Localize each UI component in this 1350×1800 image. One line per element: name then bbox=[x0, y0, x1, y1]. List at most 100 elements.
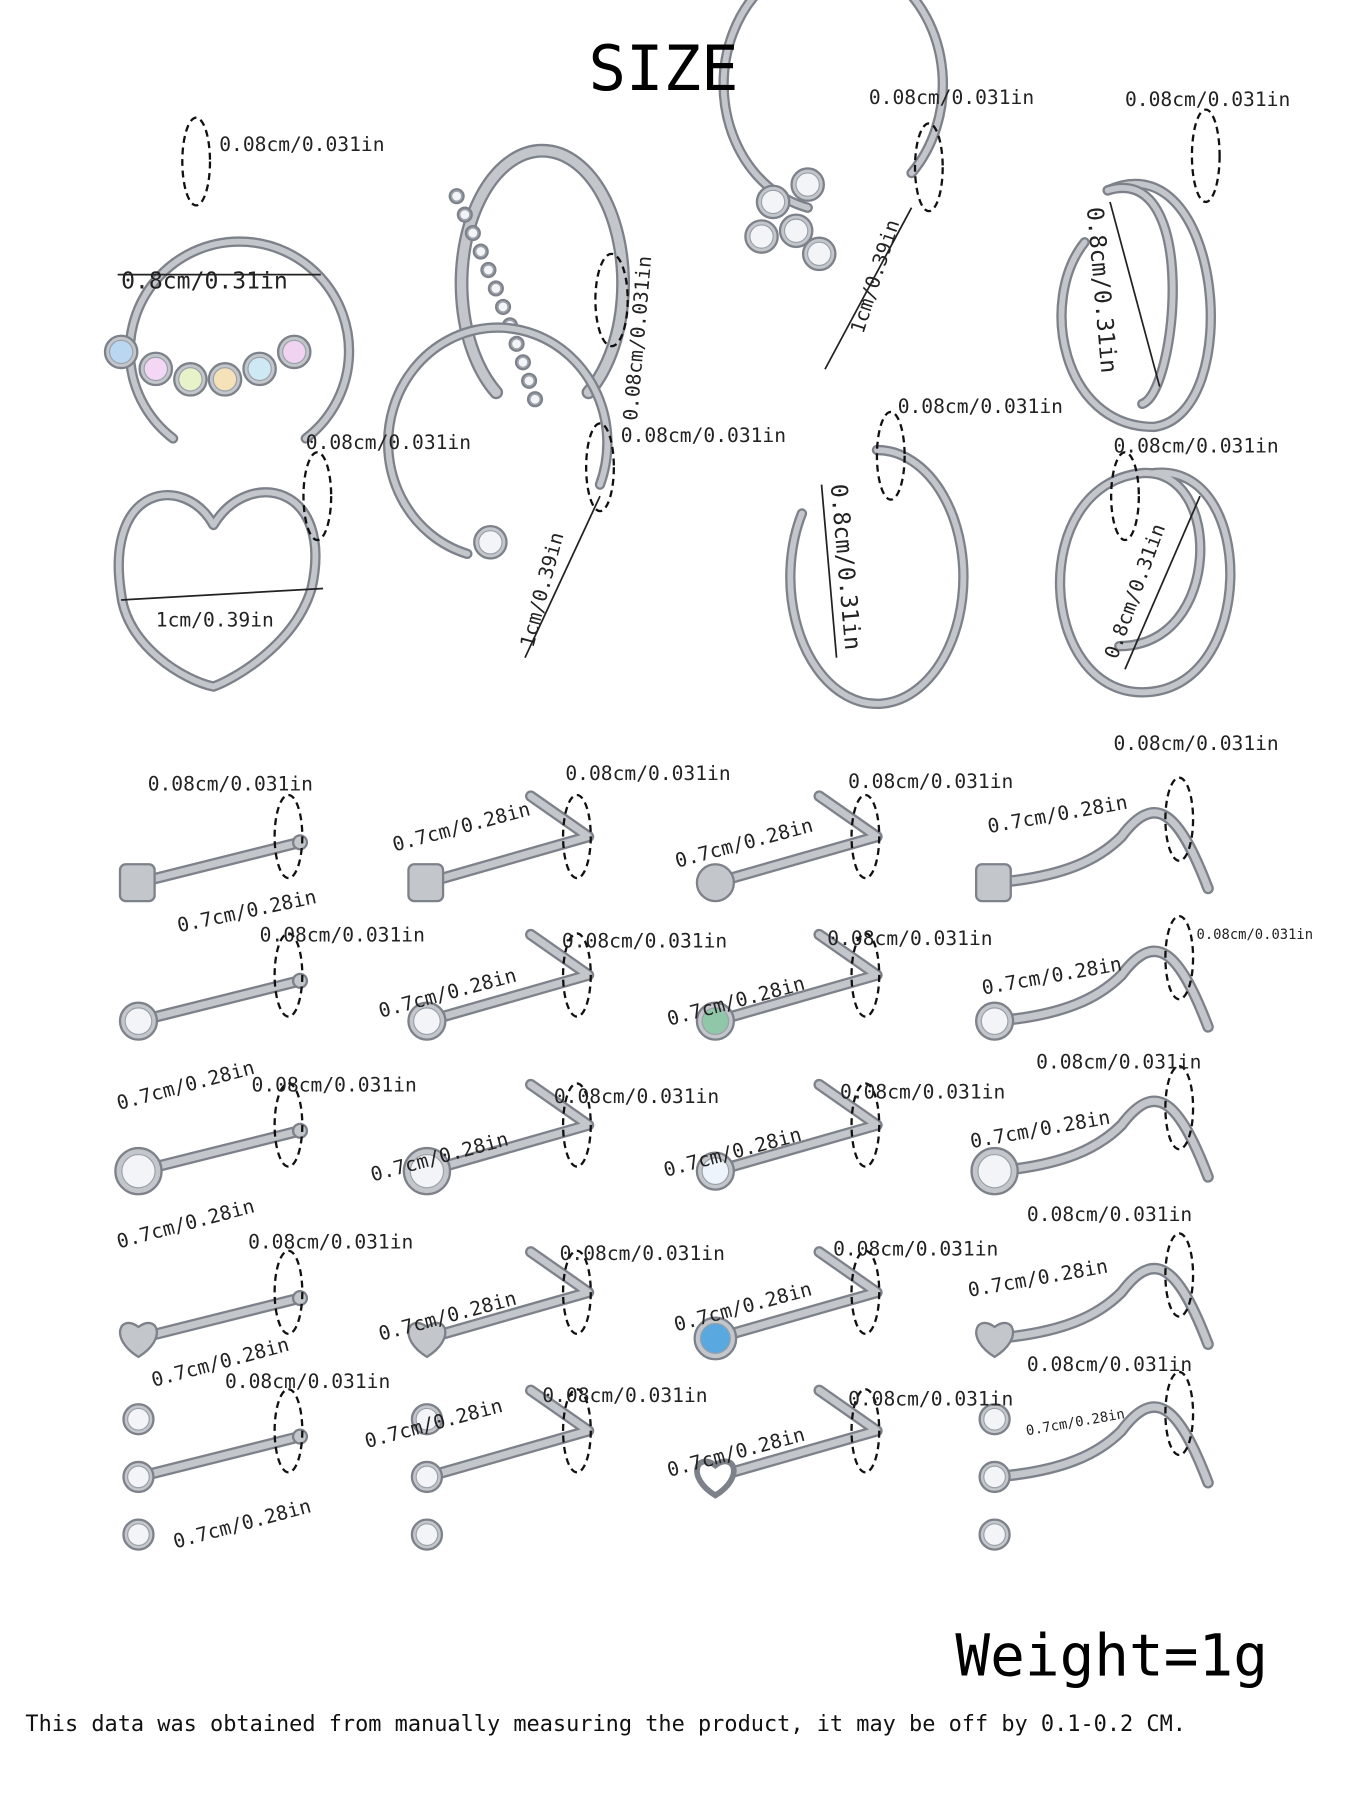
stud-post bbox=[991, 1403, 1212, 1487]
gauge-marker-ellipse bbox=[561, 1082, 592, 1168]
measure-line bbox=[824, 207, 913, 370]
ring-5 bbox=[113, 451, 333, 692]
gem-stone-icon bbox=[980, 1007, 1009, 1036]
gem-stone-icon bbox=[701, 1007, 730, 1036]
stud-9-gauge: 0.08cm/0.031in bbox=[252, 1074, 417, 1097]
gem-stone-icon bbox=[478, 530, 503, 555]
gem-stone-icon bbox=[415, 1523, 439, 1546]
ring-1 bbox=[103, 116, 355, 444]
stud-19-gauge: 0.08cm/0.031in bbox=[848, 1387, 1013, 1410]
gem-stone-icon bbox=[983, 1407, 1006, 1431]
stud-8 bbox=[974, 914, 1214, 1041]
stud-12 bbox=[970, 1065, 1214, 1196]
stud-2-gauge: 0.08cm/0.031in bbox=[565, 762, 730, 785]
gem-stone-icon bbox=[497, 301, 509, 313]
stud-16 bbox=[975, 1232, 1214, 1359]
stud-post bbox=[423, 931, 592, 1025]
ring-6-diameter: 1cm/0.39in bbox=[516, 530, 569, 650]
ring-7 bbox=[785, 410, 969, 709]
gauge-marker-ellipse bbox=[1164, 1370, 1195, 1457]
gauge-marker-ellipse bbox=[850, 1388, 881, 1474]
post-end-ball bbox=[291, 1289, 309, 1307]
post-end-ball bbox=[291, 1122, 309, 1139]
gem-stone-icon bbox=[178, 367, 203, 392]
ring-7-diameter: 0.8cm/0.31in bbox=[825, 483, 865, 651]
ball-head-icon bbox=[695, 863, 735, 903]
gem-stone-icon bbox=[699, 1322, 731, 1354]
stud-11 bbox=[695, 1078, 883, 1191]
gem-stone-icon bbox=[127, 1407, 150, 1431]
gauge-marker-ellipse bbox=[1164, 914, 1195, 1001]
gem-stone-icon bbox=[143, 356, 168, 382]
gem-stone-icon bbox=[760, 189, 786, 215]
gem-stone-icon bbox=[795, 172, 820, 197]
stud-2 bbox=[407, 790, 595, 903]
gauge-marker-ellipse bbox=[850, 793, 881, 880]
stud-10 bbox=[402, 1078, 595, 1196]
stud-post bbox=[423, 1081, 592, 1175]
stud-post bbox=[711, 931, 881, 1025]
stud-18-gauge: 0.08cm/0.031in bbox=[542, 1384, 707, 1407]
stud-7-gauge: 0.08cm/0.031in bbox=[827, 927, 992, 950]
gauge-marker-ellipse bbox=[850, 1249, 881, 1335]
gauge-marker-ellipse bbox=[913, 122, 944, 213]
gauge-marker-ellipse bbox=[850, 1082, 881, 1168]
gauge-marker-ellipse bbox=[561, 932, 592, 1018]
stud-13-gauge: 0.08cm/0.031in bbox=[248, 1230, 413, 1253]
stud-9 bbox=[114, 1082, 309, 1196]
stud-post bbox=[991, 947, 1212, 1031]
gem-stone-icon bbox=[212, 367, 238, 392]
stud-5 bbox=[118, 932, 309, 1041]
stud-post bbox=[711, 792, 881, 887]
ring-4-diameter: 0.8cm/0.31in bbox=[1081, 206, 1121, 374]
ring-5-diameter: 1cm/0.39in bbox=[156, 609, 274, 632]
ring-6 bbox=[382, 322, 615, 659]
stud-14 bbox=[407, 1246, 595, 1359]
stud-13 bbox=[119, 1249, 309, 1359]
gem-stone-icon bbox=[451, 190, 463, 202]
ring-inner bbox=[1104, 185, 1176, 407]
gem-stone-icon bbox=[523, 375, 535, 387]
measure-line bbox=[524, 495, 601, 659]
gauge-marker-ellipse bbox=[273, 1249, 304, 1335]
ring-8 bbox=[1054, 451, 1236, 698]
gem-stone-icon bbox=[415, 1465, 439, 1489]
stud-6-gauge: 0.08cm/0.031in bbox=[562, 929, 727, 952]
stud-post bbox=[711, 1081, 881, 1175]
ring-1-gauge: 0.08cm/0.031in bbox=[219, 133, 384, 156]
gem-stone-icon bbox=[467, 227, 479, 239]
stud-17-length: 0.7cm/0.28in bbox=[171, 1494, 314, 1553]
heart-head-icon bbox=[975, 1321, 1015, 1359]
gauge-marker-ellipse bbox=[273, 1082, 304, 1168]
stud-post bbox=[991, 1097, 1212, 1181]
flat-disc-head-icon bbox=[974, 863, 1012, 903]
stud-post bbox=[135, 1433, 304, 1481]
ring-3-gauge: 0.08cm/0.031in bbox=[869, 86, 1034, 109]
spiral-ring-body bbox=[1057, 470, 1234, 696]
gem-stone-icon bbox=[517, 356, 529, 368]
weight-label: Weight=1g bbox=[955, 1621, 1268, 1689]
measure-line bbox=[121, 587, 324, 601]
gauge-marker-ellipse bbox=[875, 410, 906, 501]
gauge-marker-ellipse bbox=[1190, 108, 1221, 204]
ring-4-gauge: 0.08cm/0.031in bbox=[1125, 88, 1290, 111]
gauge-marker-ellipse bbox=[1110, 451, 1140, 542]
gem-stone-icon bbox=[749, 224, 774, 249]
page-title: SIZE bbox=[588, 32, 738, 105]
stud-19 bbox=[694, 1384, 883, 1499]
gauge-marker-ellipse bbox=[585, 422, 615, 513]
stud-7 bbox=[695, 928, 883, 1041]
stud-1-gauge: 0.08cm/0.031in bbox=[148, 772, 313, 795]
stud-8-gauge: 0.08cm/0.031in bbox=[1197, 927, 1314, 943]
stud-12-gauge: 0.08cm/0.031in bbox=[1036, 1050, 1201, 1073]
stud-15 bbox=[693, 1246, 883, 1361]
post-end-ball bbox=[291, 1428, 309, 1445]
stud-5-length: 0.7cm/0.28in bbox=[114, 1056, 257, 1115]
gauge-marker-ellipse bbox=[1164, 1232, 1195, 1318]
gem-stone-icon bbox=[247, 356, 272, 382]
ring-6-gauge: 0.08cm/0.031in bbox=[621, 424, 786, 447]
stud-20-gauge: 0.08cm/0.031in bbox=[1027, 1353, 1192, 1376]
stud-11-gauge: 0.08cm/0.031in bbox=[840, 1080, 1005, 1103]
stud-16-gauge: 0.08cm/0.031in bbox=[1027, 1203, 1192, 1226]
gauge-marker-ellipse bbox=[181, 116, 212, 207]
